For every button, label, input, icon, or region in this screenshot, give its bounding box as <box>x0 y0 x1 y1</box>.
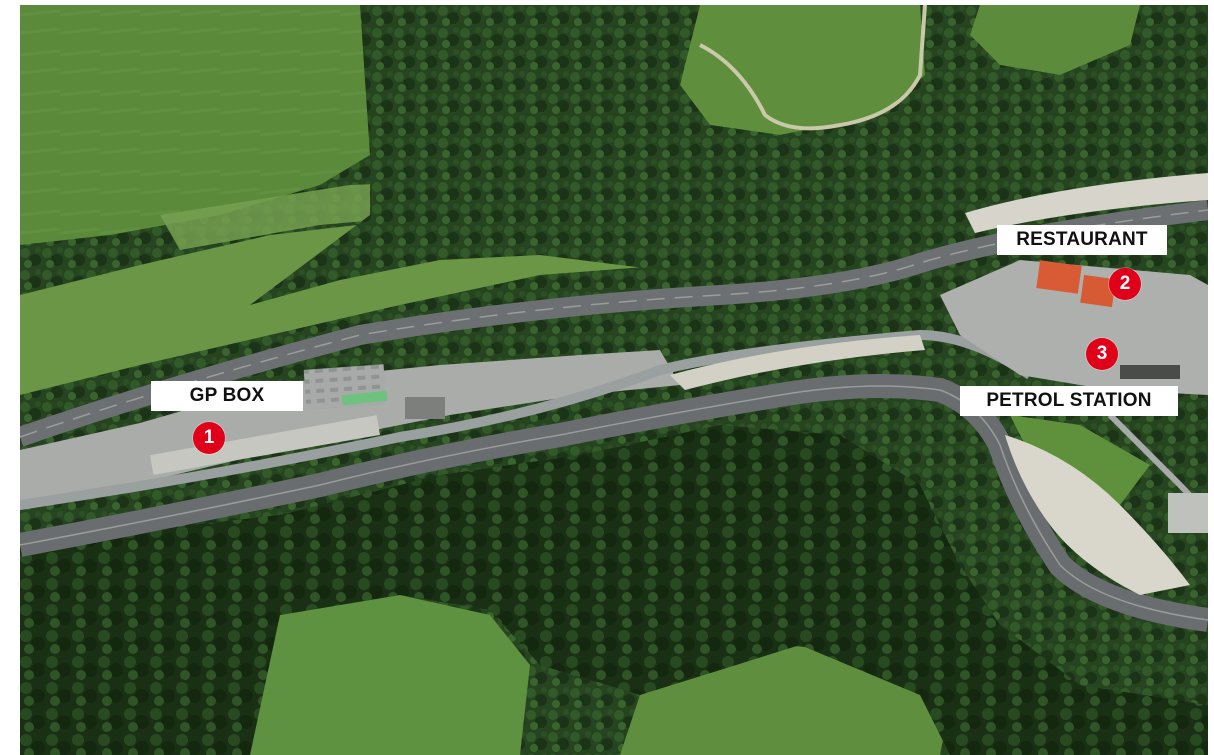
facilities-area <box>940 260 1208 395</box>
forest-bottom <box>20 425 1208 755</box>
label-restaurant: RESTAURANT <box>997 225 1167 255</box>
runoff-lower <box>1005 435 1190 595</box>
pit-roof <box>405 397 445 419</box>
meadow-top-center <box>680 5 925 135</box>
runoff-top <box>965 173 1208 233</box>
pit-road <box>20 329 1033 510</box>
runoff-pit-exit <box>670 335 925 390</box>
dirt-path <box>699 5 927 131</box>
restaurant-roof-1 <box>1036 260 1082 294</box>
location-marker-2[interactable]: 2 <box>1109 268 1141 300</box>
building-right <box>1168 493 1208 533</box>
pit-building <box>150 415 380 475</box>
label-petrol-station: PETROL STATION <box>960 386 1178 416</box>
meadow-top-right <box>970 5 1140 75</box>
meadow-right <box>1010 415 1150 505</box>
green-awning <box>341 390 388 406</box>
meadow-top-left <box>20 5 370 245</box>
meadow-bottom-center <box>250 595 530 755</box>
satellite-map[interactable]: GP BOX RESTAURANT PETROL STATION 1 2 3 <box>20 5 1208 755</box>
petrol-canopy <box>1120 365 1180 379</box>
restaurant-roof-2 <box>1080 274 1116 308</box>
forest-top-band <box>250 5 1208 305</box>
satellite-imagery <box>20 5 1208 755</box>
label-gp-box: GP BOX <box>151 381 303 411</box>
location-marker-1[interactable]: 1 <box>193 422 225 454</box>
location-marker-3[interactable]: 3 <box>1086 338 1118 370</box>
track-main-edge <box>20 385 1208 621</box>
track-upper-edge <box>20 209 1208 438</box>
